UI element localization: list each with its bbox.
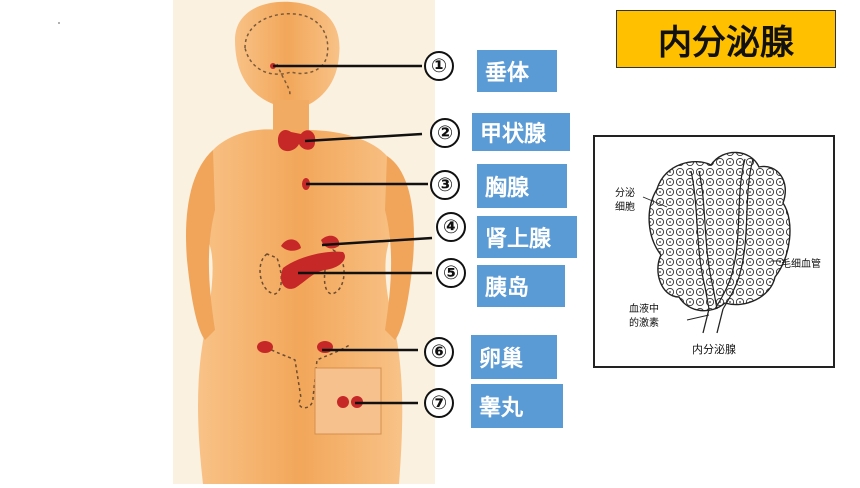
leader-line-thyroid bbox=[304, 132, 423, 143]
label-hormone-line2: 的激素 bbox=[629, 318, 659, 329]
label-adrenal: 肾上腺 bbox=[477, 216, 577, 258]
number-badge-5: ⑤ bbox=[436, 258, 466, 288]
slide-title: 内分泌腺 bbox=[616, 10, 836, 68]
number-badge-4: ④ bbox=[436, 212, 466, 242]
label-ovary: 卵巢 bbox=[471, 335, 557, 379]
gland-caption: 内分泌腺 bbox=[692, 343, 736, 356]
number-badge-3: ③ bbox=[430, 170, 460, 200]
gland-structure-diagram: 分泌 细胞 毛细血管 血液中 的激素 内分泌腺 bbox=[593, 135, 835, 368]
label-capillary: 毛细血管 bbox=[781, 259, 821, 270]
label-thyroid: 甲状腺 bbox=[472, 113, 570, 151]
label-pituitary: 垂体 bbox=[477, 50, 557, 92]
stray-dot bbox=[58, 22, 60, 24]
label-testis: 睾丸 bbox=[471, 384, 563, 428]
label-hormone: 血液中 的激素 bbox=[629, 303, 659, 331]
label-thymus: 胸腺 bbox=[477, 164, 567, 208]
label-hormone-line1: 血液中 bbox=[629, 304, 659, 315]
number-badge-1: ① bbox=[424, 51, 454, 81]
label-secretory-cells: 分泌 细胞 bbox=[615, 187, 635, 215]
gland-illustration bbox=[642, 151, 791, 334]
label-secretory-cells-line2: 细胞 bbox=[615, 202, 635, 213]
label-pancreatic-islets: 胰岛 bbox=[477, 265, 565, 307]
number-badge-2: ② bbox=[430, 118, 460, 148]
number-badge-7: ⑦ bbox=[424, 388, 454, 418]
number-badge-6: ⑥ bbox=[424, 337, 454, 367]
label-secretory-cells-line1: 分泌 bbox=[615, 188, 635, 199]
leader-line-adrenal bbox=[321, 236, 433, 247]
